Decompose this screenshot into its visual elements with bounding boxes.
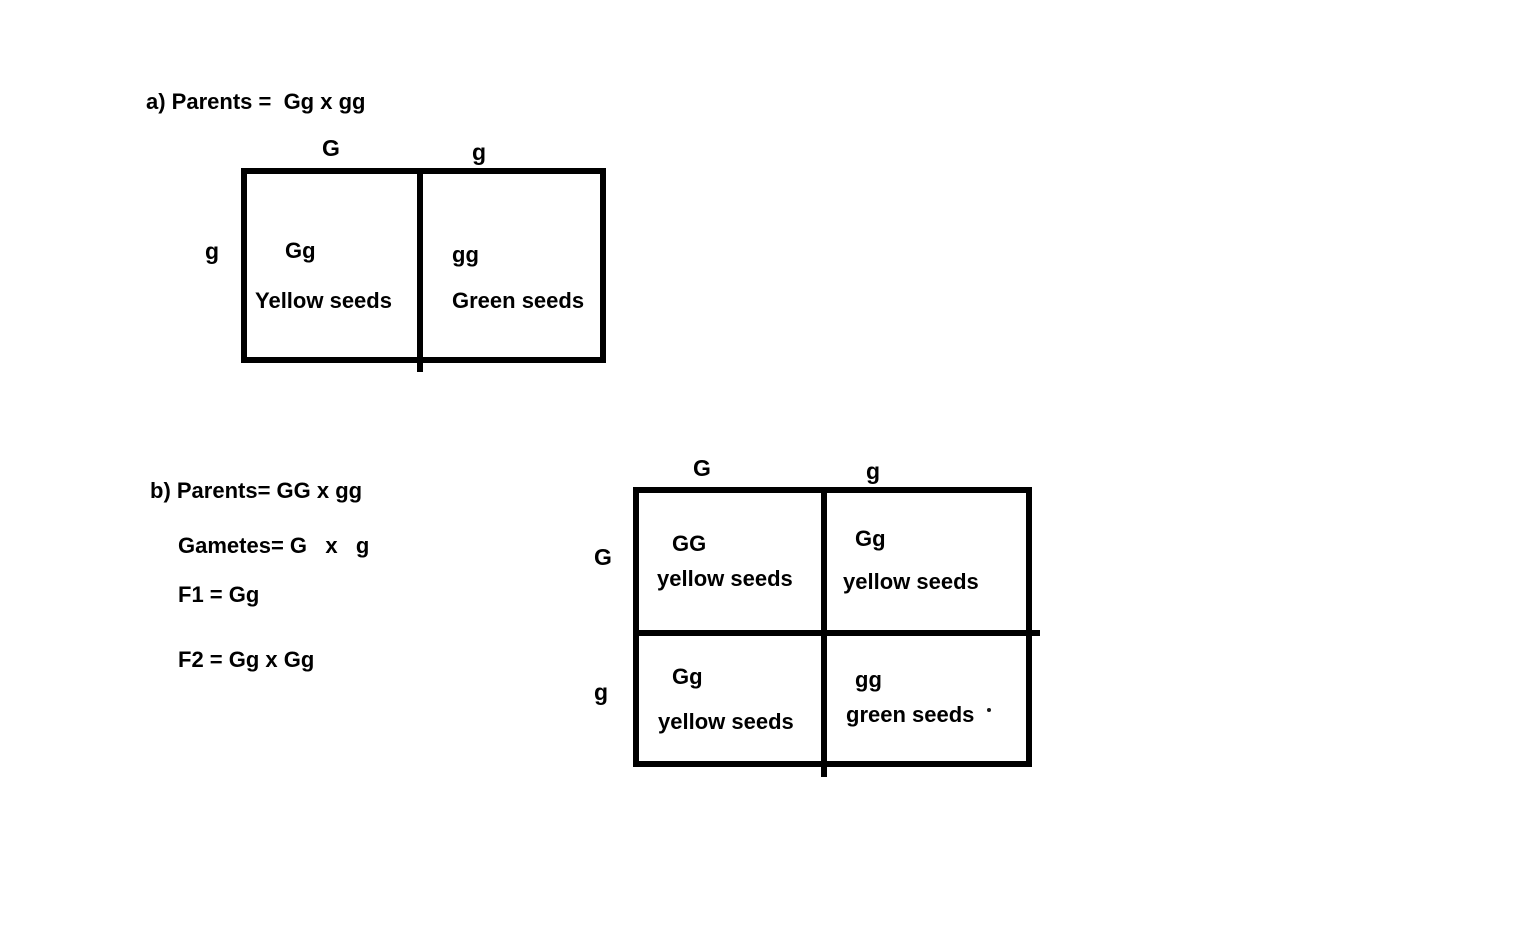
punnett-b-cell-1-phenotype: yellow seeds <box>657 566 793 591</box>
punnett-b-col-header-G: G <box>693 455 711 481</box>
punnett-a-col-header-G: G <box>322 135 340 161</box>
punnett-b-col-header-g: g <box>866 458 881 484</box>
punnett-b-cell-2-genotype: Gg <box>855 526 886 551</box>
section-b-title: b) Parents= GG x gg <box>150 478 363 503</box>
section-b-gametes-line: Gametes= G x g <box>178 533 370 558</box>
punnett-a-row-header-g: g <box>205 238 220 264</box>
punnett-b-cell-2-phenotype: yellow seeds <box>843 569 979 594</box>
stray-ink-mark <box>987 708 991 712</box>
punnett-a-cell-2-genotype: gg <box>452 242 479 267</box>
punnett-b-cell-4-genotype: gg <box>855 667 882 692</box>
section-b-f1-line: F1 = Gg <box>178 582 260 607</box>
punnett-b-cell-3-genotype: Gg <box>672 664 703 689</box>
punnett-b-horizontal-divider <box>639 630 1040 636</box>
punnett-square-b <box>633 487 1040 777</box>
punnett-a-cell-1-phenotype: Yellow seeds <box>255 288 392 313</box>
punnett-b-row-header-g: g <box>594 679 609 705</box>
punnett-a-cell-1-genotype: Gg <box>285 238 316 263</box>
punnett-a-col-header-g: g <box>472 139 487 165</box>
punnett-b-cell-4-phenotype: green seeds <box>846 702 975 727</box>
section-b-f2-line: F2 = Gg x Gg <box>178 647 315 672</box>
punnett-square-a <box>241 168 606 372</box>
punnett-b-cell-3-phenotype: yellow seeds <box>658 709 794 734</box>
section-a-title: a) Parents = Gg x gg <box>146 89 366 114</box>
punnett-b-cell-1-genotype: GG <box>672 531 707 556</box>
punnett-a-divider <box>417 174 423 372</box>
punnett-b-row-header-G: G <box>594 544 612 570</box>
punnett-a-cell-2-phenotype: Green seeds <box>452 288 585 313</box>
